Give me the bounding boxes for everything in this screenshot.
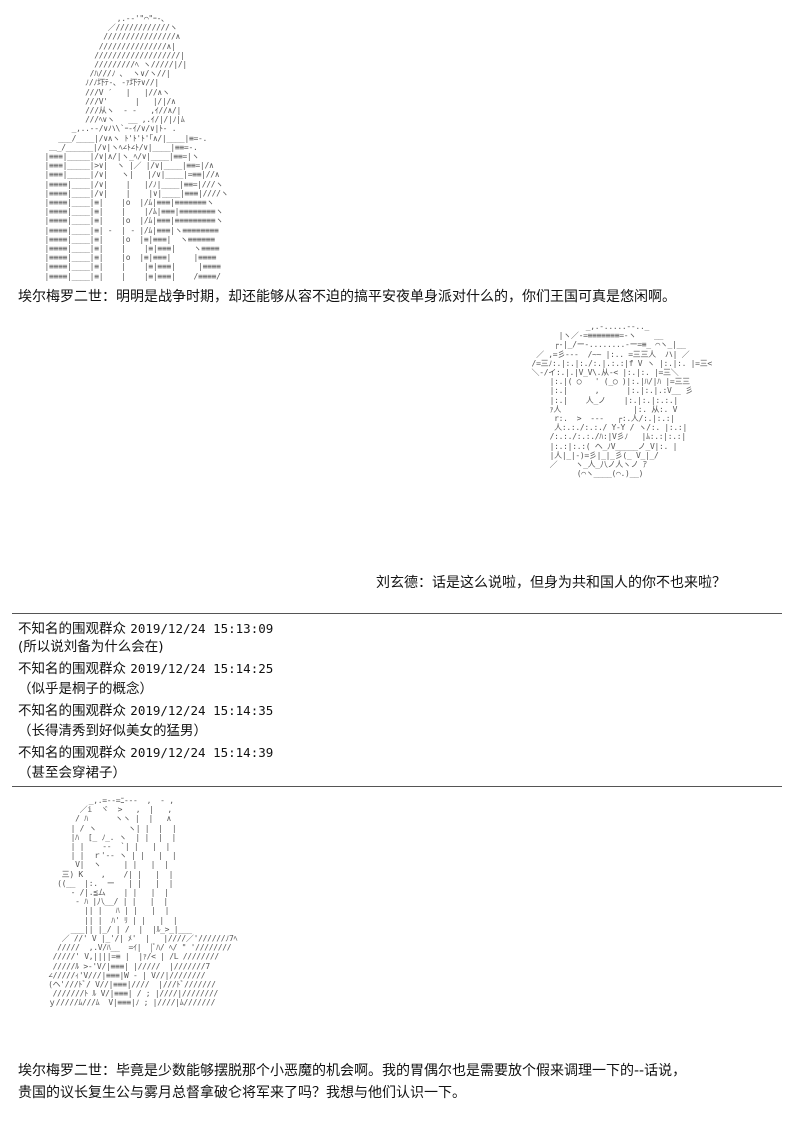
comment-text: （似乎是桐子的概念） <box>18 681 153 697</box>
ascii-art-el-melloi: ,.-‐'"⌒"ｰ-､ ／////////////ヽ /////////////… <box>44 14 229 281</box>
comment-time: 2019/12/24 15:14:35 <box>130 703 274 718</box>
comment-user: 不知名的围观群众 <box>18 661 126 677</box>
comment-time: 2019/12/24 15:14:25 <box>130 661 274 676</box>
dialogue-el-melloi-2-line2: 贵国的议长复生公与雾月总督拿破仑将军来了吗？我想与他们认识一下。 <box>18 1085 466 1101</box>
dialogue-el-melloi-2-line1: 埃尔梅罗二世：毕竟是少数能够摆脱那个小恶魔的机会啊。我的胃偶尔也是需要放个假来调… <box>18 1063 687 1079</box>
ascii-art-el-melloi-seated: _,.=-‐=ﾆ‐‐‐ , ‐ , ／i ヾ > , | , / ﾊ ヽヽ | … <box>48 796 238 1008</box>
comment-header: 不知名的围观群众 2019/12/24 15:14:25 <box>18 660 273 678</box>
separator-top <box>12 613 782 614</box>
comment-user: 不知名的围观群众 <box>18 621 126 637</box>
comment-text: (所以说刘备为什么会在) <box>18 639 164 655</box>
comment-text: （甚至会穿裙子） <box>18 765 126 781</box>
dialogue-el-melloi-1: 埃尔梅罗二世：明明是战争时期，却还能够从容不迫的搞平安夜单身派对什么的，你们王国… <box>18 289 676 305</box>
ascii-art-liu-xuande: _,.-.....--.._ |ヽ／-=≡≡≡≡≡≡≡=-ヽ __ ┌-|_/ー… <box>531 322 713 479</box>
comment-time: 2019/12/24 15:13:09 <box>130 621 274 636</box>
comment-text: （长得清秀到好似美女的猛男） <box>18 723 207 739</box>
comment-header: 不知名的围观群众 2019/12/24 15:13:09 <box>18 620 273 638</box>
comment-time: 2019/12/24 15:14:39 <box>130 745 274 760</box>
comment-user: 不知名的围观群众 <box>18 745 126 761</box>
comment-user: 不知名的围观群众 <box>18 703 126 719</box>
comment-header: 不知名的围观群众 2019/12/24 15:14:39 <box>18 744 273 762</box>
separator-bottom <box>12 786 782 787</box>
comment-header: 不知名的围观群众 2019/12/24 15:14:35 <box>18 702 273 720</box>
dialogue-liu-xuande: 刘玄德：话是这么说啦，但身为共和国人的你不也来啦？ <box>376 575 726 591</box>
